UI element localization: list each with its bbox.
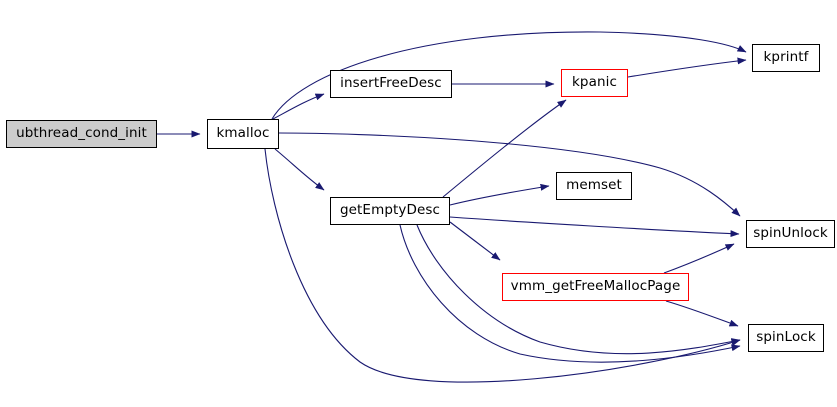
graph-node-label: getEmptyDesc bbox=[339, 202, 441, 219]
edge-vmm_getFreeMallocPage-to-spinUnlock bbox=[663, 243, 735, 274]
edge-getEmptyDesc-to-kpanic bbox=[442, 99, 567, 198]
edge-vmm_getFreeMallocPage-to-spinLock bbox=[665, 300, 739, 327]
edge-kmalloc-to-spinLock bbox=[264, 148, 741, 383]
graph-node-kmalloc[interactable]: kmalloc bbox=[207, 119, 279, 149]
graph-node-label: spinLock bbox=[756, 329, 816, 346]
edge-kmalloc-to-spinUnlock bbox=[278, 132, 741, 217]
graph-node-label: memset bbox=[566, 177, 622, 194]
graph-node-kpanic[interactable]: kpanic bbox=[561, 69, 628, 97]
graph-node-label: kmalloc bbox=[216, 125, 270, 142]
graph-node-label: vmm_getFreeMallocPage bbox=[510, 278, 681, 295]
edge-getEmptyDesc-to-spinLock bbox=[416, 224, 741, 355]
graph-node-kprintf[interactable]: kprintf bbox=[752, 44, 820, 72]
edge-getEmptyDesc-to-vmm_getFreeMallocPage bbox=[449, 221, 501, 261]
graph-edges bbox=[157, 31, 747, 383]
graph-node-label: spinUnlock bbox=[753, 225, 828, 242]
graph-node-insertFreeDesc[interactable]: insertFreeDesc bbox=[330, 70, 452, 98]
graph-node-ubthread_cond_init[interactable]: ubthread_cond_init bbox=[6, 120, 157, 148]
edge-getEmptyDesc-to-spinLock bbox=[399, 224, 741, 363]
graph-node-vmm_getFreeMallocPage[interactable]: vmm_getFreeMallocPage bbox=[502, 273, 689, 301]
edge-kmalloc-to-getEmptyDesc bbox=[274, 148, 325, 191]
graph-node-label: kpanic bbox=[572, 74, 617, 91]
edge-kmalloc-to-insertFreeDesc bbox=[272, 93, 325, 120]
graph-node-spinLock[interactable]: spinLock bbox=[748, 324, 824, 352]
edge-kpanic-to-kprintf bbox=[627, 57, 747, 78]
graph-node-memset[interactable]: memset bbox=[556, 172, 632, 200]
graph-node-label: kprintf bbox=[763, 49, 809, 66]
graph-node-label: ubthread_cond_init bbox=[16, 125, 147, 142]
edge-getEmptyDesc-to-memset bbox=[449, 183, 550, 206]
graph-node-label: insertFreeDesc bbox=[340, 75, 442, 92]
edge-kmalloc-to-kprintf bbox=[271, 31, 747, 120]
graph-node-spinUnlock[interactable]: spinUnlock bbox=[746, 220, 835, 248]
graph-node-getEmptyDesc[interactable]: getEmptyDesc bbox=[330, 197, 450, 225]
edge-getEmptyDesc-to-spinUnlock bbox=[449, 216, 740, 238]
